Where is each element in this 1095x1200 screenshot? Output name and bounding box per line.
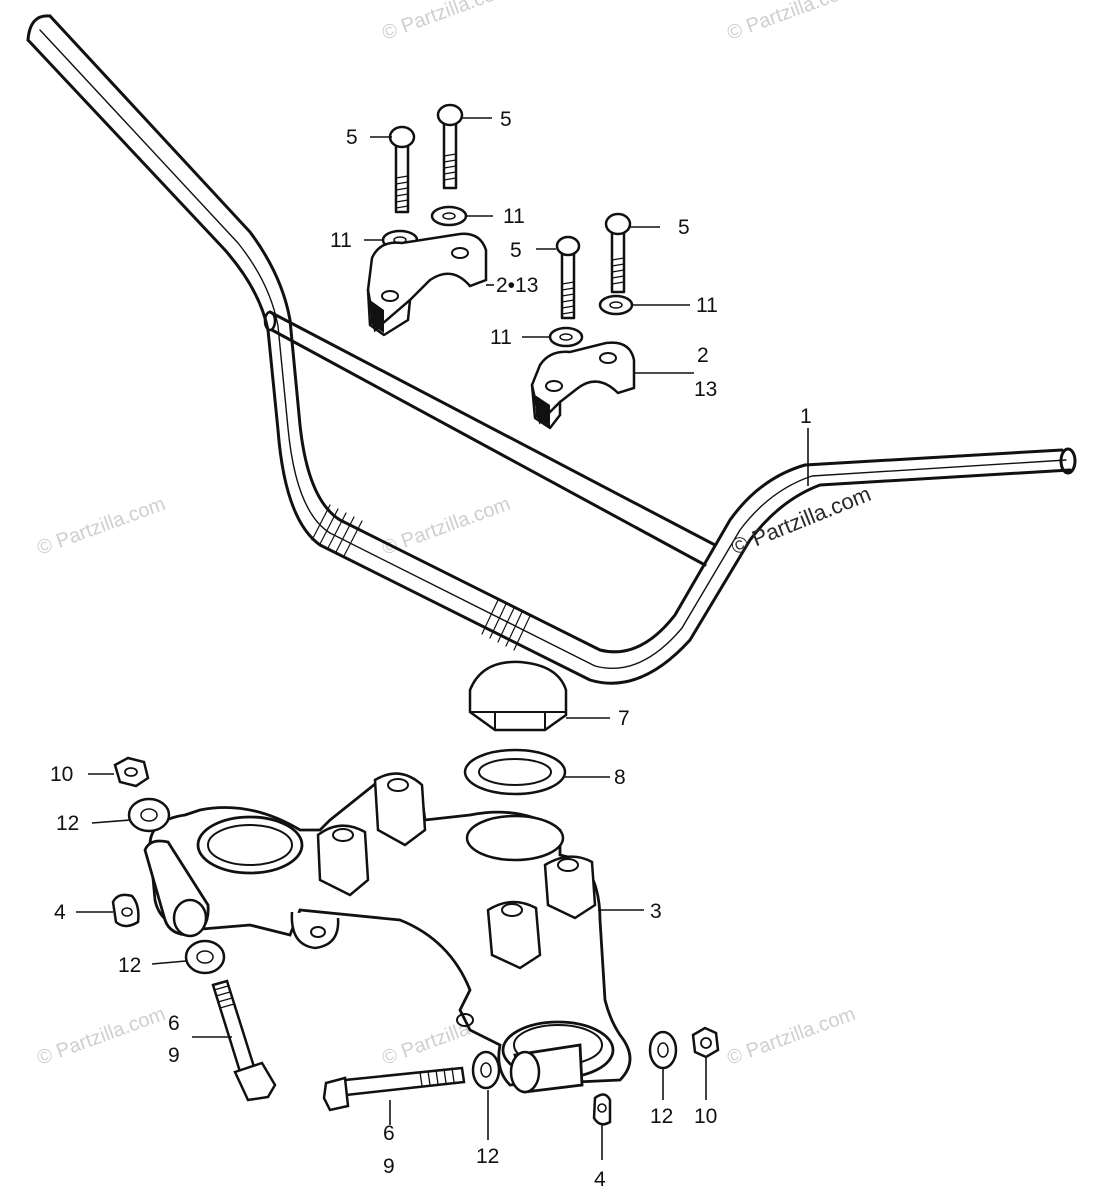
washer-4-a (111, 893, 140, 928)
bolt-5-d (604, 212, 632, 294)
callout-12: 12 (650, 1105, 673, 1128)
knurl-left (311, 504, 363, 557)
callout-10: 10 (694, 1105, 717, 1128)
washer-11-b (430, 205, 468, 227)
washer-12-d (648, 1030, 678, 1070)
callout-4: 4 (594, 1168, 606, 1191)
knurl-right (481, 599, 531, 651)
callout-5: 5 (346, 126, 358, 149)
fork-top-bridge (143, 772, 632, 1094)
washer-4-b (592, 1093, 612, 1126)
callout-5: 5 (678, 216, 690, 239)
callout-12: 12 (118, 954, 141, 977)
bolt-6-9-b (322, 1066, 466, 1112)
washer-12-c (471, 1050, 501, 1090)
callout-1: 1 (800, 405, 812, 428)
callout-2: 2 (697, 344, 709, 367)
callout-6: 6 (168, 1012, 180, 1035)
callout-11: 11 (503, 205, 525, 228)
callout-8: 8 (614, 766, 626, 789)
callout-9: 9 (383, 1155, 395, 1178)
callout-2-13: 2•13 (496, 274, 538, 297)
leader-lines (76, 117, 809, 1160)
callout-6: 6 (383, 1122, 395, 1145)
callout-11: 11 (330, 229, 352, 252)
watermark: © Partzilla.com (724, 0, 858, 45)
handlebar (26, 14, 1077, 685)
watermark: © Partzilla.com (724, 1003, 858, 1070)
watermark: © Partzilla.com (34, 493, 168, 560)
washer-8 (463, 748, 567, 796)
callout-11: 11 (490, 326, 512, 349)
bolt-5-c (555, 235, 581, 320)
callout-4: 4 (54, 901, 66, 924)
callout-5: 5 (500, 108, 512, 131)
callout-12: 12 (476, 1145, 499, 1168)
callout-10: 10 (50, 763, 73, 786)
callout-5: 5 (510, 239, 522, 262)
bolt-6-9-a (211, 979, 277, 1102)
callout-3: 3 (650, 900, 662, 923)
watermark: © Partzilla.com (379, 0, 513, 45)
callout-7: 7 (618, 707, 630, 730)
handlebar-holder-lower-right (530, 341, 636, 430)
nut-10-a (113, 756, 150, 788)
handlebar-holder-upper-left (366, 232, 488, 337)
callout-13: 13 (694, 378, 717, 401)
watermark: © Partzilla.com (34, 1003, 168, 1070)
nut-10-b (691, 1026, 720, 1059)
washer-11-d (598, 294, 634, 316)
washer-12-a (127, 797, 171, 833)
callout-12: 12 (56, 812, 79, 835)
callout-9: 9 (168, 1044, 180, 1067)
cap-nut-7 (468, 660, 568, 732)
washer-11-c (548, 326, 584, 348)
callout-labels: 1 2•13 2 13 3 4 4 5 5 5 5 6 9 6 9 7 8 10… (50, 108, 812, 1191)
bolt-5-a (388, 125, 416, 214)
callout-11: 11 (696, 294, 718, 317)
washer-12-b (184, 939, 226, 975)
bolt-5-b (436, 103, 464, 190)
